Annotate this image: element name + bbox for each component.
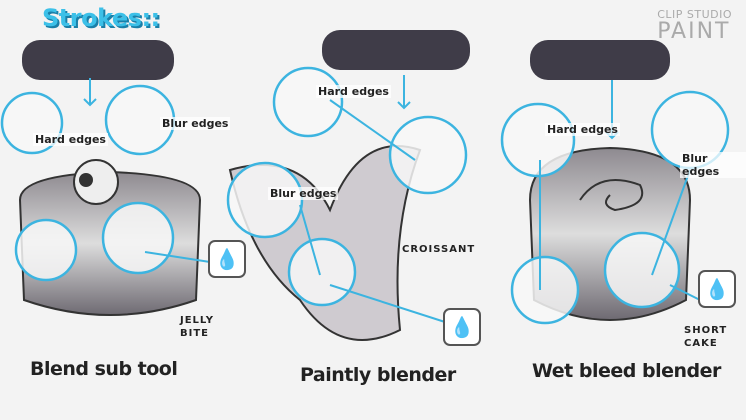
subject-label: SHORT CAKE bbox=[684, 324, 727, 350]
brush-stroke-2 bbox=[322, 30, 470, 70]
brush-stroke-3 bbox=[530, 40, 670, 80]
hard-edges-label: Hard edges bbox=[33, 133, 108, 146]
logo-line2: PAINT bbox=[657, 19, 731, 44]
subject-line: SHORT bbox=[684, 325, 728, 336]
tool-name-paintly: Paintly blender bbox=[300, 364, 456, 386]
hard-edges-label: Hard edges bbox=[545, 123, 620, 136]
tool-name-wet-bleed: Wet bleed blender bbox=[532, 360, 721, 382]
subject-line: CROISSANT bbox=[402, 244, 476, 255]
page-title: Strokes:: bbox=[42, 4, 160, 32]
subject-line: BITE bbox=[180, 328, 209, 339]
subject-line: JELLY bbox=[180, 315, 214, 326]
blur-edges-label: Blur edges bbox=[680, 152, 746, 178]
blur-edges-label: Blur edges bbox=[268, 187, 339, 200]
drops-icon: 💧 bbox=[698, 270, 736, 308]
brush-stroke-1 bbox=[22, 40, 174, 80]
subject-label: JELLY BITE bbox=[180, 314, 214, 340]
subject-label: CROISSANT bbox=[402, 243, 475, 256]
drops-icon: 💧 bbox=[208, 240, 246, 278]
tool-name-blend: Blend sub tool bbox=[30, 358, 178, 380]
logo-line1: CLIP STUDIO bbox=[657, 8, 732, 21]
blur-edges-label: Blur edges bbox=[160, 117, 231, 130]
subject-line: CAKE bbox=[684, 338, 718, 349]
hard-edges-label: Hard edges bbox=[316, 85, 391, 98]
drops-icon: 💧 bbox=[443, 308, 481, 346]
clip-studio-paint-logo: CLIP STUDIO PAINT bbox=[657, 8, 732, 43]
